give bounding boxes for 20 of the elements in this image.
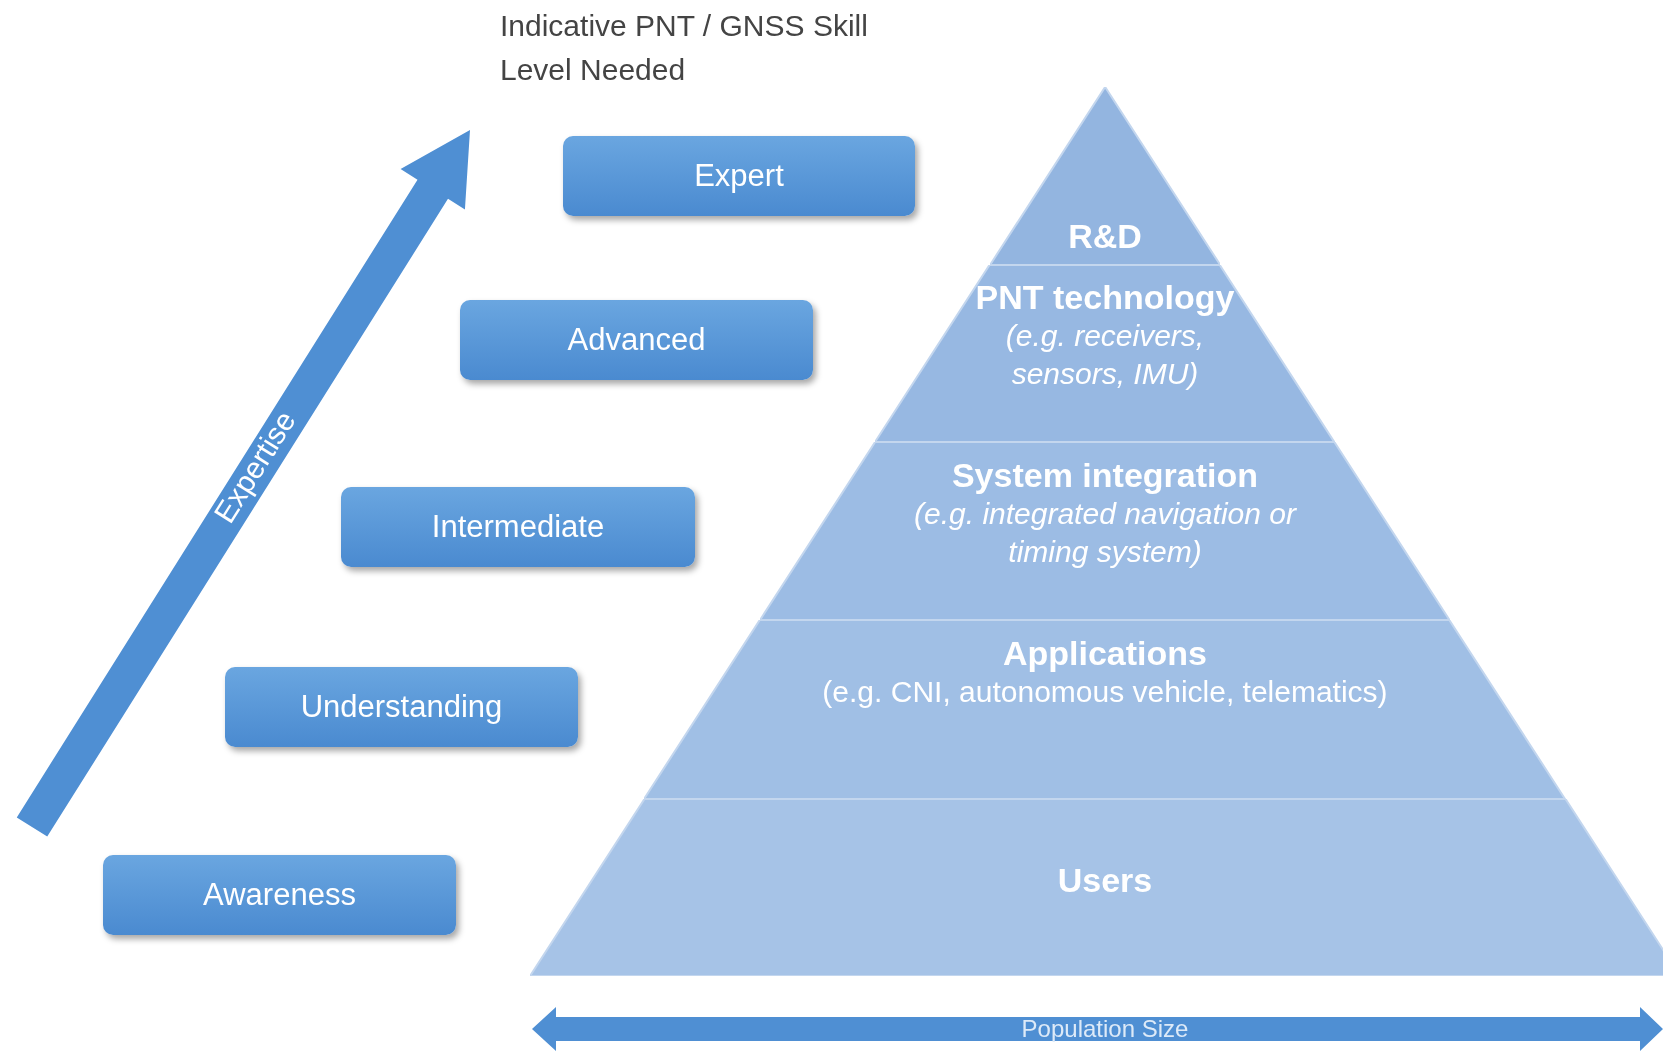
tier-description: (e.g. integrated navigation or timing system) [913,496,1298,571]
arrow-label: Population Size [1021,1017,1189,1041]
skill-level-box: Awareness [103,855,456,935]
tier-heading: Users [1057,860,1153,901]
skill-level-box: Advanced [460,300,813,380]
pyramid-tier [760,442,1450,620]
pyramid-tier [875,265,1335,442]
tier-description: (e.g. CNI, autonomous vehicle, telematics) [822,674,1388,711]
skill-level-box: Intermediate [341,487,695,567]
tier-heading: System integration [951,455,1258,496]
tier-heading: R&D [1068,216,1142,257]
skill-level-box: Expert [563,136,915,216]
pyramid-tier [989,87,1221,265]
tier-heading: PNT technology [975,276,1235,317]
pyramid-tier [530,799,1663,976]
tier-description: (e.g. receivers, sensors, IMU) [1004,317,1206,392]
skill-level-box: Understanding [225,667,578,747]
heading: Indicative PNT / GNSS Skill Level Needed [500,8,869,88]
pyramid-tier [644,620,1566,799]
tier-heading: Applications [1002,633,1207,674]
